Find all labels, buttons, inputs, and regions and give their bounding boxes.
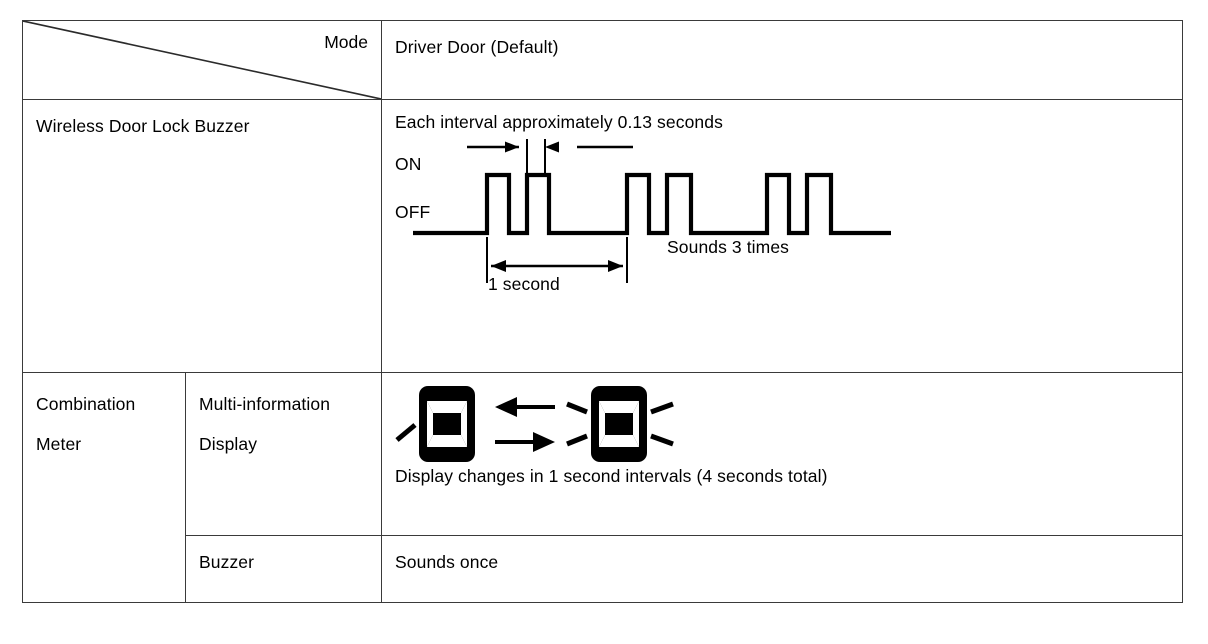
sublabel-multi-information-display: Multi-information Display: [185, 372, 382, 536]
combination-meter-label-line2: Meter: [36, 434, 82, 454]
mode-header-label: Mode: [324, 32, 368, 52]
buzzer-timing-figure: ON OFF Sounds 3 times 1 second: [395, 133, 1169, 365]
arrow-right-pointing: [495, 432, 555, 452]
waveform-repeat-caption: Sounds 3 times: [667, 237, 790, 257]
arrow-left-pointing: [495, 397, 555, 417]
buzzer-value-text: Sounds once: [395, 552, 499, 572]
table-row: Wireless Door Lock Buzzer Each interval …: [22, 99, 1183, 373]
wireless-door-lock-buzzer-label: Wireless Door Lock Buzzer: [36, 116, 250, 136]
display-change-caption: Display changes in 1 second intervals (4…: [395, 466, 828, 486]
buzzer-value-cell: Sounds once: [381, 535, 1183, 603]
header-mode-value-cell: Driver Door (Default): [381, 20, 1183, 100]
mode-value-text: Driver Door (Default): [395, 37, 559, 57]
specification-table: Mode Driver Door (Default) Wireless Door…: [22, 20, 1183, 603]
buzzer-label: Buzzer: [199, 552, 255, 572]
diagonal-corner: Mode: [23, 21, 381, 99]
buzzer-interval-text: Each interval approximately 0.13 seconds: [395, 112, 723, 132]
one-second-dimension-ticks: [486, 237, 628, 283]
table-header-row: Mode Driver Door (Default): [22, 20, 1183, 100]
multi-information-display-content: Display changes in 1 second intervals (4…: [381, 372, 1183, 536]
diagonal-divider-line: [23, 21, 381, 99]
header-corner-cell: Mode: [22, 20, 382, 100]
waveform-polyline: [413, 172, 891, 236]
table-row: Combination Meter Multi-information Disp…: [22, 372, 1183, 603]
row-label-combination-meter: Combination Meter: [22, 372, 186, 603]
one-second-arrowhead-right: [608, 260, 623, 272]
interval-tick-lines: [526, 139, 546, 173]
multi-information-display-label-line1: Multi-information: [199, 394, 331, 414]
multi-information-display-label-line2: Display: [199, 434, 258, 454]
combination-meter-label-line1: Combination: [36, 394, 136, 414]
sublabel-buzzer: Buzzer: [185, 535, 382, 603]
flash-rays: [566, 401, 674, 447]
timing-waveform-graphic: [413, 139, 891, 283]
display-change-figure: Display changes in 1 second intervals (4…: [395, 382, 1169, 487]
display-icon-right: [566, 386, 674, 462]
interval-arrowhead-left: [545, 141, 559, 153]
table-row: Buzzer Sounds once: [23, 535, 1183, 603]
waveform-off-label: OFF: [395, 202, 431, 222]
row-label-wireless-door-lock-buzzer: Wireless Door Lock Buzzer: [22, 99, 382, 373]
waveform-on-label: ON: [395, 154, 422, 174]
display-icon-left: [395, 386, 475, 462]
waveform-interval-caption: 1 second: [488, 274, 560, 294]
interval-arrowhead-right: [505, 141, 519, 153]
wireless-door-lock-buzzer-content: Each interval approximately 0.13 seconds: [381, 99, 1183, 373]
one-second-arrowhead-left: [491, 260, 506, 272]
display-icons-graphic: [395, 386, 674, 462]
